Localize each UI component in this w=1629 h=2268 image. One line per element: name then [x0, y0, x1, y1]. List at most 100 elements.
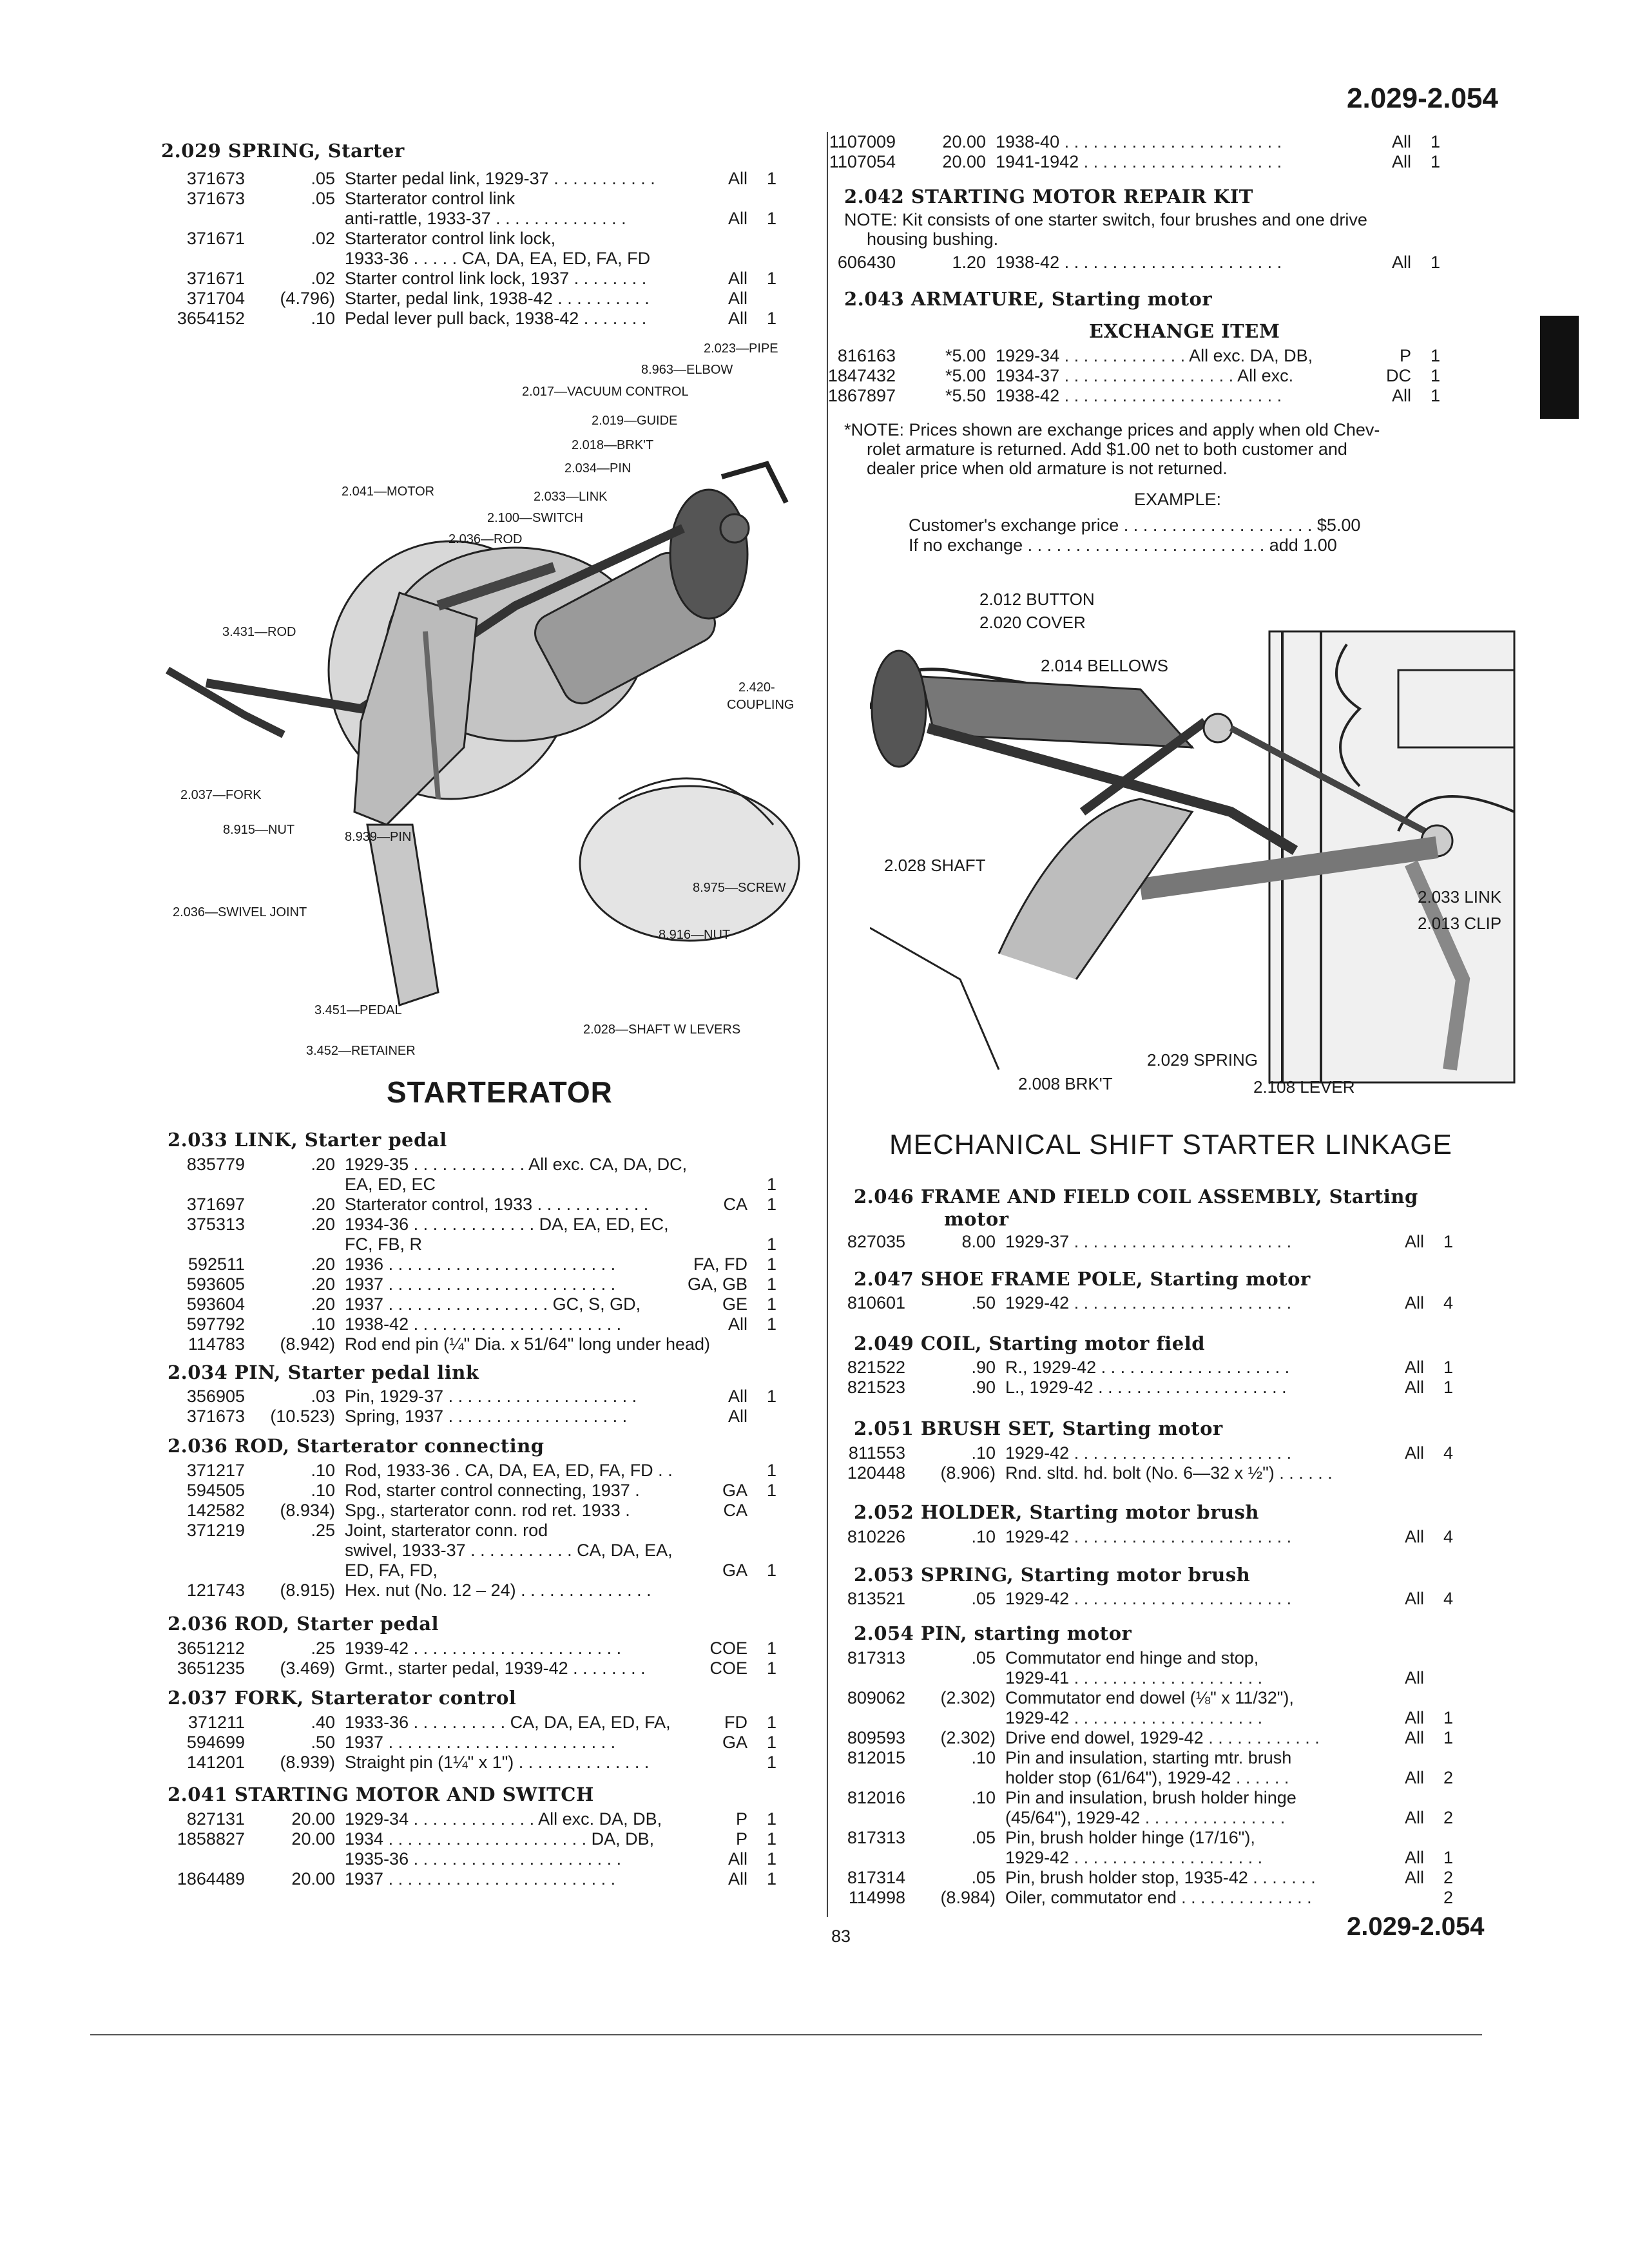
description: 1934-37 . . . . . . . . . . . . . . . . …: [996, 366, 1294, 385]
quantity: 1: [1443, 1358, 1453, 1377]
section-title-2029: 2.029 SPRING, Starter: [161, 140, 405, 162]
example-line2: If no exchange . . . . . . . . . . . . .…: [909, 535, 1337, 555]
section-title-2037: 2.037 FORK, Starterator control: [168, 1687, 517, 1709]
part-number: 593604: [186, 1294, 245, 1314]
diagram-label: 3.451—PEDAL: [314, 1003, 402, 1017]
description: Spg., starterator conn. rod ret. 1933 .: [345, 1501, 630, 1520]
section-title-2034: 2.034 PIN, Starter pedal link: [168, 1361, 479, 1383]
price: (8.934): [280, 1501, 335, 1520]
part-number: 371673: [186, 169, 245, 188]
application: GA: [722, 1733, 747, 1752]
application: P: [735, 1829, 747, 1849]
diagram-label: 2.019—GUIDE: [592, 414, 678, 428]
part-number: 1867897: [827, 386, 896, 405]
part-number: 356905: [186, 1387, 245, 1406]
section-title-2033: 2.033 LINK, Starter pedal: [168, 1129, 447, 1151]
part-number: 827035: [847, 1232, 905, 1251]
part-number: 606430: [837, 253, 896, 272]
part-number: 812016: [847, 1788, 905, 1807]
diagram-label: 2.037—FORK: [180, 788, 262, 802]
application: All: [1404, 1848, 1424, 1867]
diagram-label: 2.013 CLIP: [1418, 914, 1502, 933]
application: CA: [723, 1501, 747, 1520]
diagram-label: 2.100—SWITCH: [487, 511, 583, 525]
part-number: 835779: [186, 1155, 245, 1174]
description: holder stop (61/64"), 1929-42 . . . . . …: [1005, 1768, 1289, 1787]
price: .10: [971, 1748, 996, 1767]
price: .20: [311, 1195, 335, 1214]
part-number: 1864489: [177, 1869, 245, 1888]
price: *5.00: [945, 366, 986, 385]
application: All: [728, 209, 747, 228]
application: COE: [709, 1639, 747, 1658]
part-number: 816163: [837, 346, 896, 365]
part-number: 3651212: [177, 1639, 245, 1658]
quantity: 1: [766, 1314, 776, 1334]
description: Grmt., starter pedal, 1939-42 . . . . . …: [345, 1658, 646, 1678]
quantity: 1: [766, 1658, 776, 1678]
description: 1938-42 . . . . . . . . . . . . . . . . …: [996, 253, 1282, 272]
application: FA, FD: [693, 1254, 747, 1274]
diagram-label: 8.915—NUT: [223, 823, 295, 837]
part-number: 371671: [186, 269, 245, 288]
price: .03: [311, 1387, 335, 1406]
price: (3.469): [280, 1658, 335, 1678]
part-number: 810601: [847, 1293, 905, 1312]
application: GA, GB: [687, 1274, 747, 1294]
section-title-2041: 2.041 STARTING MOTOR AND SWITCH: [168, 1783, 594, 1805]
quantity: 1: [766, 269, 776, 288]
page-number: 83: [831, 1927, 851, 1946]
quantity: 1: [1443, 1728, 1453, 1747]
diagram-label: 2.028—SHAFT W LEVERS: [583, 1023, 741, 1037]
application: All: [1404, 1728, 1424, 1747]
price: .20: [311, 1274, 335, 1294]
part-number: 809593: [847, 1728, 905, 1747]
diagram-label: 2.033 LINK: [1418, 887, 1502, 907]
part-number: 597792: [186, 1314, 245, 1334]
part-number: 114783: [188, 1334, 245, 1354]
description: 1929-34 . . . . . . . . . . . . . All ex…: [345, 1809, 662, 1829]
application: All: [728, 309, 747, 328]
application: All: [1404, 1708, 1424, 1727]
part-number: 141201: [186, 1753, 245, 1772]
description: Pin and insulation, starting mtr. brush: [1005, 1748, 1292, 1767]
description: R., 1929-42 . . . . . . . . . . . . . . …: [1005, 1358, 1290, 1377]
description: 1933-36 . . . . . . . . . . CA, DA, EA, …: [345, 1713, 671, 1732]
quantity: 2: [1443, 1888, 1453, 1907]
note-2042-line1: NOTE: Kit consists of one starter switch…: [844, 210, 1367, 229]
part-number: 593605: [186, 1274, 245, 1294]
price: *5.50: [945, 386, 986, 405]
description: 1929-42 . . . . . . . . . . . . . . . . …: [1005, 1527, 1292, 1546]
price: .10: [311, 1461, 335, 1480]
price: .90: [971, 1358, 996, 1377]
quantity: 1: [766, 209, 776, 228]
quantity: 1: [1430, 386, 1440, 405]
price: .10: [311, 1314, 335, 1334]
quantity: 1: [766, 1869, 776, 1888]
description: Joint, starterator conn. rod: [345, 1521, 548, 1540]
application: All: [728, 1407, 747, 1426]
exchange-item-subtitle: EXCHANGE ITEM: [1089, 320, 1280, 342]
description: 1935-36 . . . . . . . . . . . . . . . . …: [345, 1849, 622, 1869]
description: EA, ED, EC: [345, 1175, 436, 1194]
application: GE: [722, 1294, 747, 1314]
application: All: [1404, 1868, 1424, 1887]
price: 20.00: [942, 132, 986, 151]
application: GA: [722, 1481, 747, 1500]
application: COE: [709, 1658, 747, 1678]
quantity: 1: [766, 1387, 776, 1406]
quantity: 1: [766, 1175, 776, 1194]
price: (2.302): [940, 1728, 996, 1747]
quantity: 1: [1430, 152, 1440, 171]
application: All: [1391, 132, 1411, 151]
price: .90: [971, 1378, 996, 1397]
price: .02: [311, 229, 335, 248]
quantity: 1: [1430, 253, 1440, 272]
part-number: 3654152: [177, 309, 245, 328]
section-title-2046: 2.046 FRAME AND FIELD COIL ASSEMBLY, Sta…: [854, 1186, 1418, 1207]
description: Starter control link lock, 1937 . . . . …: [345, 269, 647, 288]
diagram-label: 2.036—SWIVEL JOINT: [173, 905, 307, 919]
description: 1929-41 . . . . . . . . . . . . . . . . …: [1005, 1668, 1263, 1687]
application: All: [1404, 1232, 1424, 1251]
note-2043-line2: rolet armature is returned. Add $1.00 ne…: [867, 439, 1347, 459]
